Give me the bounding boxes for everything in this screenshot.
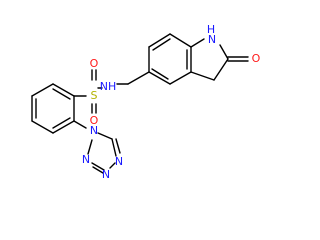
- bond: [97, 132, 113, 140]
- bond: [169, 71, 192, 85]
- tetrazole-n3-label: N: [102, 168, 110, 181]
- molecule-diagram: H N O NH S O O N N N N: [31, 23, 261, 181]
- carbonyl-o-label: O: [252, 52, 261, 65]
- bond: [111, 138, 117, 157]
- bond: [109, 162, 116, 169]
- bond: [115, 138, 121, 154]
- bond: [92, 166, 104, 174]
- bond: [52, 88, 71, 100]
- bond: [148, 33, 171, 48]
- sulfonyl-o-top-label: O: [90, 57, 99, 70]
- bond: [31, 83, 54, 97]
- bond: [169, 33, 192, 48]
- bond: [151, 68, 169, 80]
- bond: [52, 120, 75, 134]
- tetrazole-n1-label: N: [90, 124, 98, 137]
- bond: [190, 38, 205, 48]
- bond: [87, 139, 93, 155]
- bond: [190, 71, 215, 81]
- bond: [219, 44, 229, 60]
- sulfonamide-nh-label: NH: [100, 80, 117, 93]
- tetrazole-n2-label: N: [82, 153, 90, 166]
- tetrazole-n4-label: N: [115, 155, 123, 168]
- bond: [152, 38, 171, 51]
- bond: [52, 83, 75, 97]
- bond: [148, 71, 171, 85]
- molecule-svg: H N O NH S O O N N N N: [31, 23, 261, 181]
- indole-h-label: H: [207, 23, 215, 36]
- indole-n-label: N: [208, 33, 216, 46]
- bond: [73, 120, 87, 129]
- bond: [91, 162, 105, 171]
- bond: [52, 117, 71, 129]
- bond: [127, 71, 150, 85]
- sulfonyl-s-label: S: [91, 89, 98, 102]
- bond: [31, 120, 54, 134]
- sulfonyl-o-bottom-label: O: [90, 114, 99, 127]
- bond: [213, 58, 229, 81]
